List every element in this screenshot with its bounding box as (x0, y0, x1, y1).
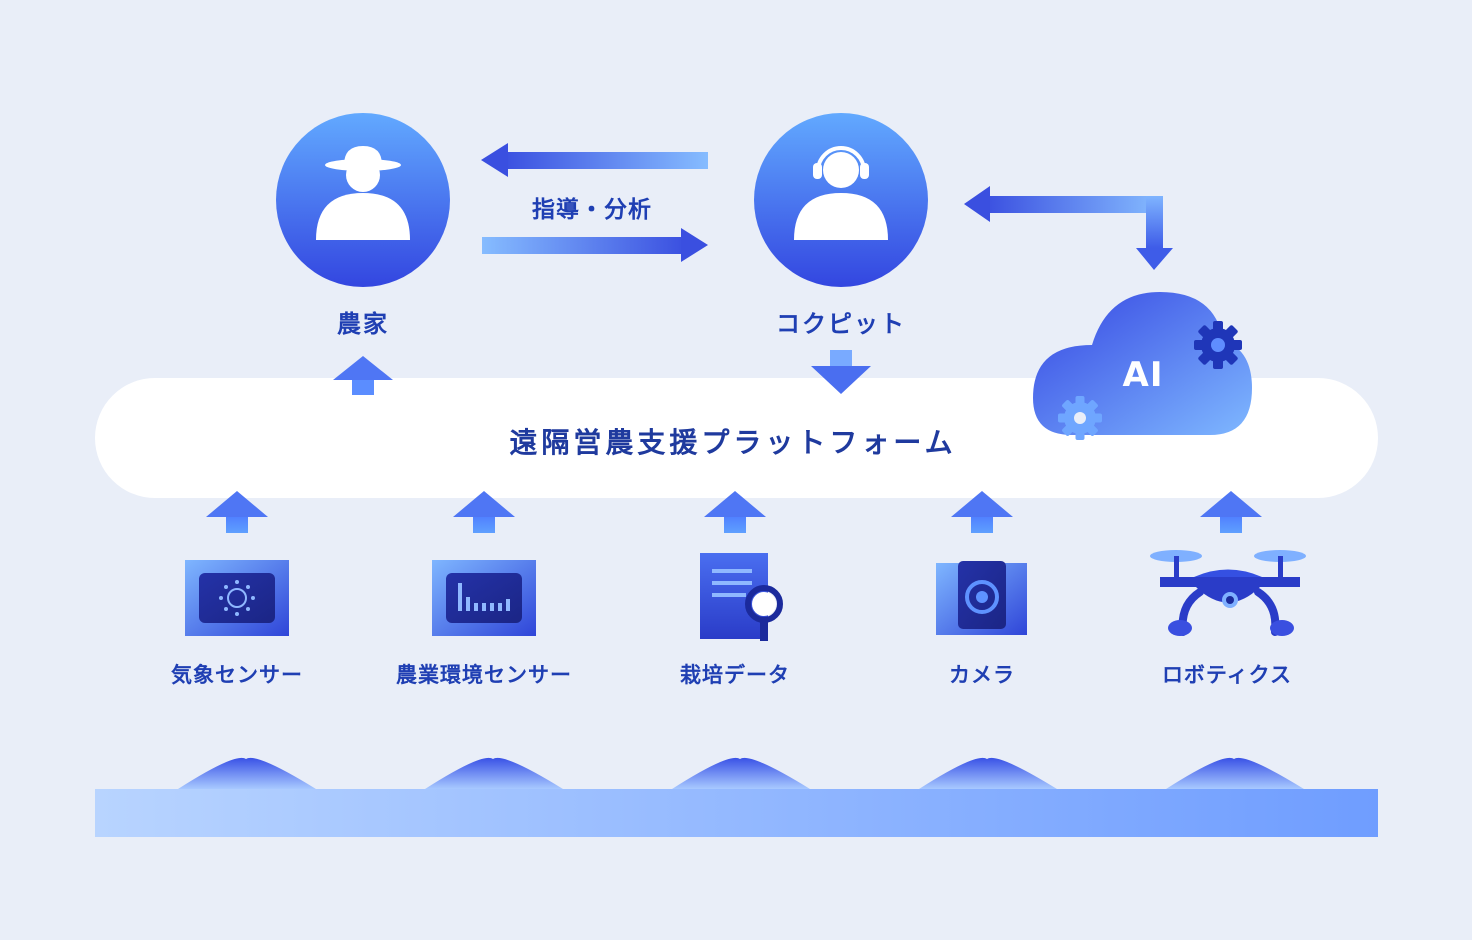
cockpit-avatar (754, 113, 928, 287)
cockpit-to-platform-arrow (811, 350, 871, 394)
hill (672, 757, 810, 789)
ground-bar (95, 789, 1378, 837)
ai-cloud (1033, 292, 1252, 440)
camera-icon (936, 561, 1027, 635)
cloud-gear-icon (1033, 292, 1252, 435)
ai-label: AI (1122, 355, 1164, 395)
cockpit-label: コクピット (776, 310, 906, 338)
weather-sensor-icon (185, 560, 289, 636)
up-arrow (453, 491, 515, 533)
hill (1166, 757, 1304, 789)
hill (178, 757, 316, 789)
guidance-analysis-label: 指導・分析 (532, 197, 652, 223)
field-hills (178, 757, 1304, 789)
up-arrow (206, 491, 268, 533)
hill (919, 757, 1057, 789)
input-label-cultivation: 栽培データ (680, 663, 790, 687)
farmer-label: 農家 (337, 310, 389, 338)
gear-icon (1058, 396, 1102, 440)
input-label-environment: 農業環境センサー (396, 663, 572, 687)
input-label-camera: カメラ (949, 663, 1015, 687)
cockpit-ai-arrow (964, 186, 1173, 270)
platform-to-farmer-arrow (333, 356, 393, 395)
input-label-weather: 気象センサー (171, 663, 303, 687)
farmer-avatar (276, 113, 450, 287)
document-search-icon (700, 553, 783, 641)
gear-icon (1194, 321, 1242, 369)
farmer-hat-icon (316, 146, 410, 240)
headset-operator-icon (794, 146, 888, 240)
up-arrow (704, 491, 766, 533)
input-label-robotics: ロボティクス (1161, 663, 1293, 687)
environment-sensor-icon (432, 560, 536, 636)
input-arrows (206, 491, 1262, 533)
hill (425, 757, 563, 789)
analysis-arrow-right (482, 228, 708, 262)
drone-icon (1150, 550, 1306, 636)
up-arrow (951, 491, 1013, 533)
platform-label: 遠隔営農支援プラットフォーム (509, 426, 957, 459)
up-arrow (1200, 491, 1262, 533)
guidance-arrow-left (481, 143, 708, 177)
